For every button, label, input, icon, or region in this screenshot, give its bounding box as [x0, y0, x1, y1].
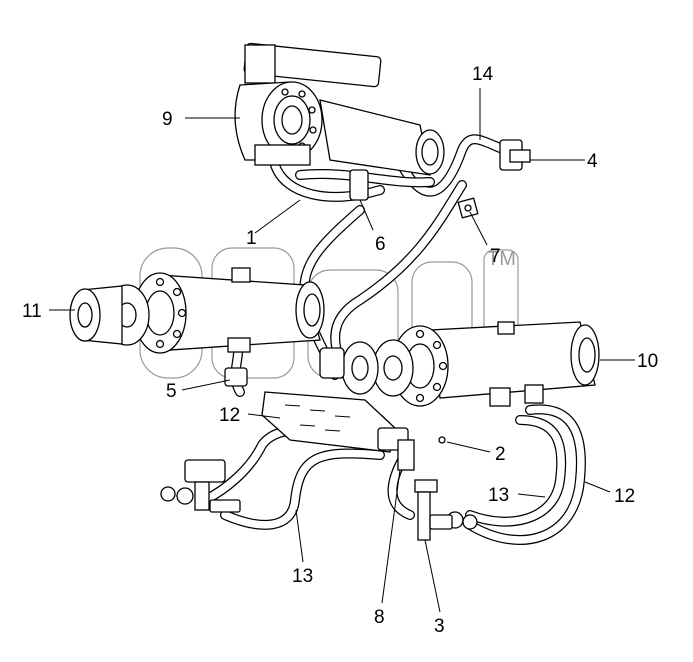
mounting-plate — [261, 391, 396, 453]
callout-1: 1 — [246, 228, 257, 249]
valve-block-left — [160, 459, 241, 513]
cylinder-11 — [69, 267, 325, 354]
callout-7: 7 — [490, 246, 501, 267]
tube-12-right — [465, 404, 586, 545]
callout-5: 5 — [166, 381, 177, 402]
cylinder-9 — [234, 42, 445, 176]
callout-11: 11 — [22, 301, 42, 322]
callout-13-left: 13 — [292, 566, 313, 587]
tube-13-left — [220, 448, 385, 530]
tube-6 — [295, 168, 435, 188]
bracket-7 — [457, 197, 479, 219]
tube-13-right — [465, 415, 567, 527]
callout-2: 2 — [495, 444, 506, 465]
leader-lines — [49, 88, 635, 613]
callout-8: 8 — [374, 607, 385, 628]
fitting-5 — [224, 367, 248, 387]
callout-9: 9 — [162, 109, 173, 130]
fitting-2 — [438, 436, 446, 444]
cylinder-10 — [319, 321, 600, 407]
callout-6: 6 — [375, 234, 386, 255]
callout-10: 10 — [637, 351, 658, 372]
callout-14: 14 — [472, 64, 494, 85]
tube-7 — [330, 180, 467, 365]
callout-12-left: 12 — [219, 405, 240, 426]
clamp-6 — [349, 169, 369, 201]
watermark-trademark: TM — [487, 248, 516, 270]
callout-labels: 9 1 6 7 14 4 11 5 10 12 2 13 12 13 8 3 — [22, 64, 658, 637]
callout-4: 4 — [587, 151, 598, 172]
fitting-4 — [499, 139, 531, 171]
callout-3: 3 — [434, 616, 445, 637]
clamp-8 — [377, 427, 415, 471]
valve-block-3 — [414, 479, 478, 541]
callout-13-right: 13 — [488, 485, 509, 506]
callout-12-right: 12 — [614, 486, 635, 507]
